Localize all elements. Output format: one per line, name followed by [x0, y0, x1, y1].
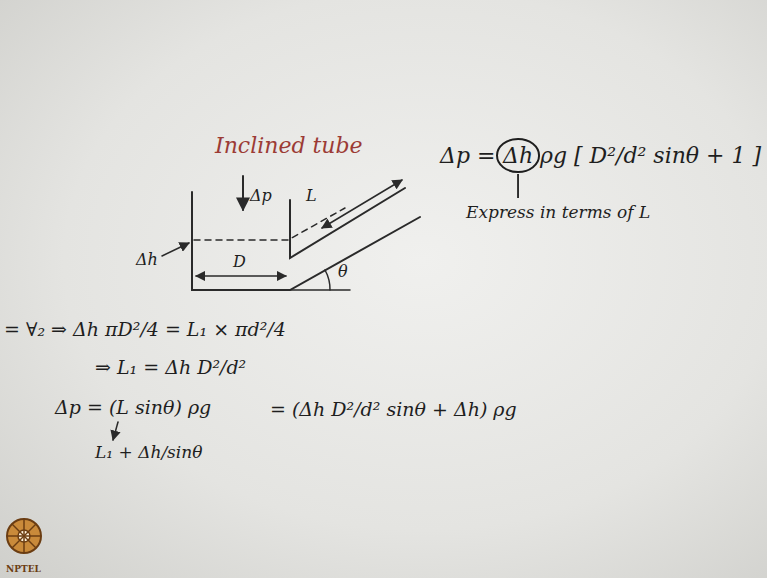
- watermark: NPTEL: [6, 564, 41, 574]
- label-wrapper: Express in terms of L: [466, 202, 650, 222]
- equation: L₁ + Δh/sinθ: [95, 442, 202, 462]
- equation: Δp =: [440, 143, 495, 168]
- label-wrapper: L: [306, 186, 317, 205]
- reference-line: [290, 289, 350, 291]
- label-wrapper: ⇒ L₁ = Δh D²/d²: [95, 356, 246, 378]
- label-wrapper: Δp =: [440, 143, 495, 168]
- label-wrapper: L₁ + Δh/sinθ: [95, 442, 202, 462]
- length-label: L: [306, 186, 317, 205]
- leader-line: [162, 243, 189, 256]
- dimension-label: D: [233, 252, 246, 271]
- title-wrapper: Inclined tube: [215, 133, 363, 158]
- tank-outline: [192, 192, 420, 290]
- title: Inclined tube: [215, 133, 363, 158]
- pressure-label: Δp: [250, 186, 272, 205]
- pointer-line: [517, 174, 519, 198]
- equation: Δp = (L sinθ) ρg: [55, 396, 211, 418]
- pressure-arrow: [242, 176, 244, 210]
- label-wrapper: = ∀₂ ⇒ Δh πD²/4 = L₁ × πd²/4: [4, 318, 286, 340]
- label-wrapper: Δp = (L sinθ) ρg: [55, 396, 211, 418]
- leader-line: [113, 422, 118, 440]
- label-wrapper: NPTEL: [6, 558, 41, 576]
- label-wrapper: Δh: [136, 250, 158, 269]
- length-arrow: [322, 180, 402, 228]
- equation: ρg [ D²/d² sinθ + 1 ]: [540, 143, 761, 168]
- label-wrapper: θ: [338, 262, 348, 281]
- angle-arc: [325, 270, 330, 290]
- height-label: Δh: [136, 250, 158, 269]
- label-wrapper: = (Δh D²/d² sinθ + Δh) ρg: [270, 398, 517, 420]
- nptel-logo: [7, 519, 41, 553]
- equation: = ∀₂ ⇒ Δh πD²/4 = L₁ × πd²/4: [4, 318, 286, 340]
- equation: = (Δh D²/d² sinθ + Δh) ρg: [270, 398, 517, 420]
- angle-label: θ: [338, 262, 348, 281]
- note: Express in terms of L: [466, 202, 650, 222]
- equation: ⇒ L₁ = Δh D²/d²: [95, 356, 246, 378]
- dimension-line: [196, 275, 286, 277]
- label-wrapper: Δh: [503, 143, 533, 168]
- liquid-level: [194, 208, 345, 240]
- circled-term: Δh: [503, 143, 533, 168]
- label-wrapper: ρg [ D²/d² sinθ + 1 ]: [540, 143, 761, 168]
- label-wrapper: D: [233, 252, 246, 271]
- label-wrapper: Δp: [250, 186, 272, 205]
- circle-mark: [497, 139, 539, 172]
